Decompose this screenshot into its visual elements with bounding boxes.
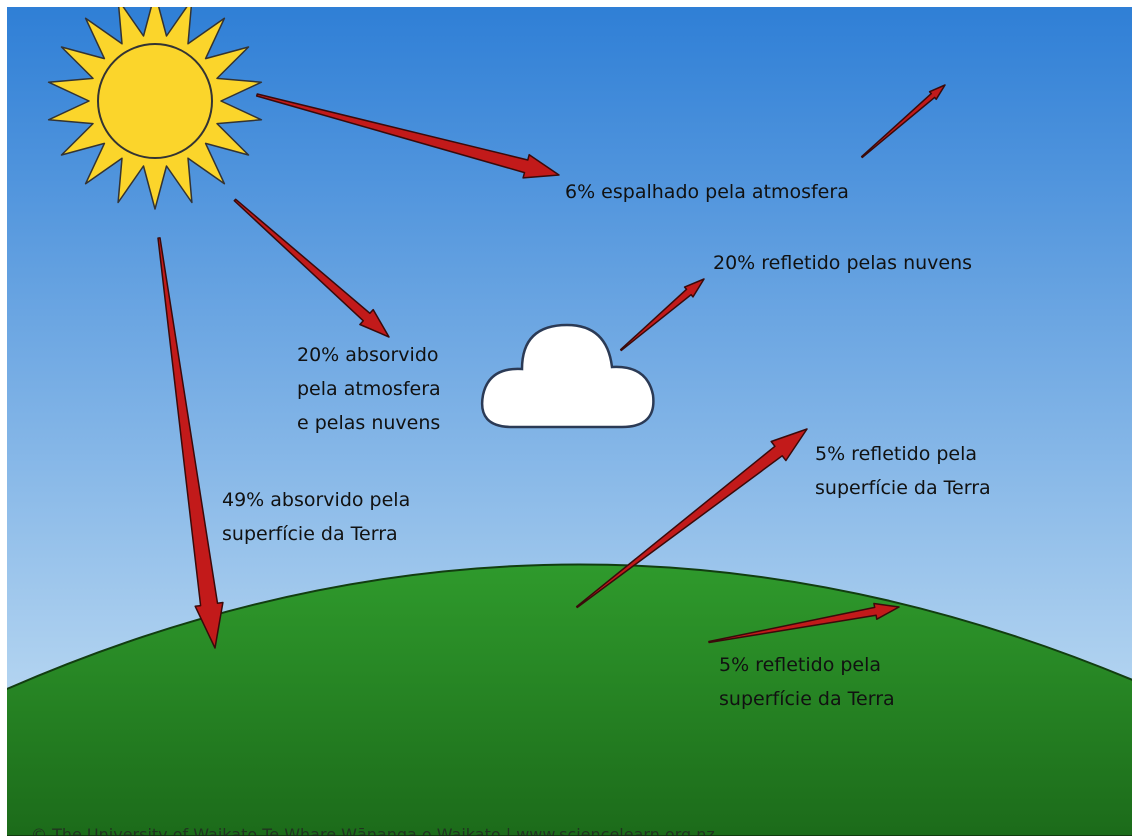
- cloud-icon: [480, 323, 655, 429]
- label-line: superfície da Terra: [719, 688, 895, 710]
- label-line: superfície da Terra: [815, 477, 991, 499]
- label-line: 5% refletido pela: [815, 443, 978, 465]
- arrow-sun-to-atmosphere-scatter: [255, 93, 560, 179]
- label-line: 20% absorvido: [297, 344, 439, 366]
- diagram-canvas: [7, 7, 1132, 836]
- arrow-surface-reflection-upper: [575, 428, 808, 609]
- sun-icon: [47, 7, 263, 210]
- earth-ground: [7, 563, 1132, 836]
- label-line: e pelas nuvens: [297, 412, 441, 434]
- arrow-surface-reflection-lower: [708, 602, 900, 644]
- label-line: pela atmosfera: [297, 378, 441, 400]
- arrow-sun-to-earth: [157, 237, 224, 649]
- label-line: superfície da Terra: [222, 523, 398, 545]
- copyright-credit: © The University of Waikato Te Whare Wān…: [31, 825, 715, 836]
- diagram-scene: 6% espalhado pela atmosfera 20% refletid…: [7, 7, 1132, 836]
- label-line: 49% absorvido pela: [222, 489, 411, 511]
- label-line: 5% refletido pela: [719, 654, 882, 676]
- arrow-scatter-out: [860, 84, 946, 159]
- arrow-cloud-reflection: [619, 278, 705, 352]
- arrow-sun-to-atmosphere-absorb: [233, 198, 390, 338]
- label-reflected-clouds: 20% refletido pelas nuvens: [713, 252, 973, 274]
- label-scattered-atmosphere: 6% espalhado pela atmosfera: [565, 181, 849, 203]
